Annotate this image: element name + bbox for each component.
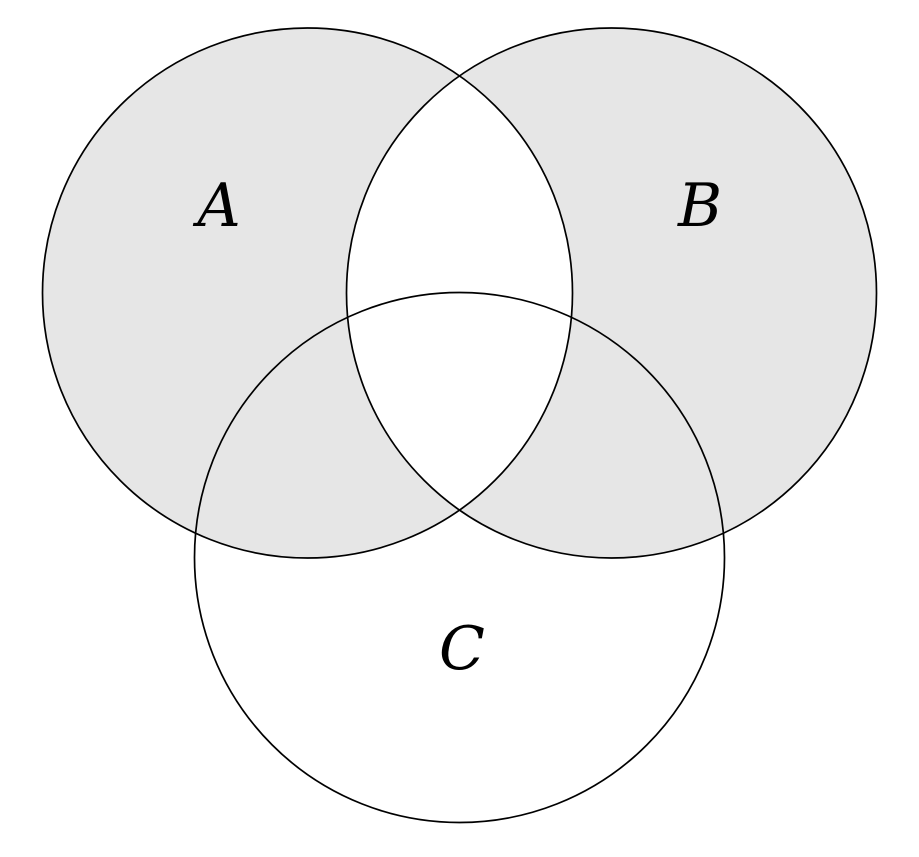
circle-b-outline xyxy=(345,27,878,559)
circle-c-outline xyxy=(193,291,726,824)
circle-a-outline xyxy=(41,27,574,559)
a-intersect-b-fill xyxy=(346,28,573,558)
set-label-b: B xyxy=(677,171,722,241)
set-label-c: C xyxy=(439,614,485,684)
set-label-a: A xyxy=(192,171,240,241)
a-intersect-b-region xyxy=(346,28,573,558)
